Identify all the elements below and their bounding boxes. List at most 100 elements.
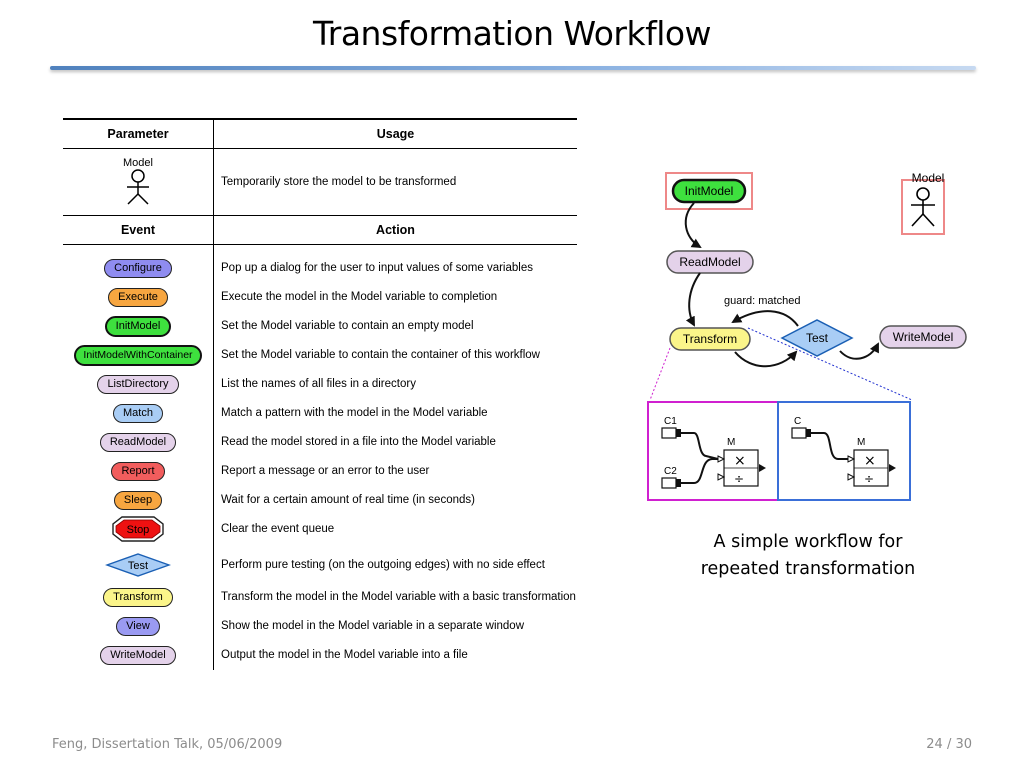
table-top-rule [63, 118, 577, 120]
event-action: Match a pattern with the model in the Mo… [221, 407, 488, 419]
table-rule [63, 215, 577, 216]
event-badge: Execute [108, 287, 168, 307]
page-number: 24 / 30 [926, 737, 972, 752]
event-badge: Test [105, 553, 171, 577]
zoom-guide-left [649, 347, 671, 401]
output-port-2 [889, 464, 896, 472]
event-row-writemodel: WriteModel Output the model in the Model … [63, 641, 577, 669]
c-port-box [791, 427, 807, 439]
readmodel-node [666, 250, 754, 274]
event-action: Report a message or an error to the user [221, 465, 430, 477]
event-cell: WriteModel [63, 641, 213, 669]
event-action: Pop up a dialog for the user to input va… [221, 262, 533, 274]
transform-node-label: Transform [683, 332, 737, 346]
multiply-divide-block [723, 449, 759, 487]
test-node [780, 319, 854, 357]
action-header: Action [376, 223, 415, 237]
model-usage: Temporarily store the model to be transf… [221, 176, 457, 188]
multiply-icon: × [734, 453, 746, 469]
table-column-divider [213, 120, 214, 670]
arrow-init-to-read [684, 202, 702, 249]
event-badge-label: Test [128, 560, 148, 572]
c2-port-box [661, 477, 677, 489]
initmodel-node [671, 178, 747, 204]
caption-line-2: repeated transformation [700, 559, 916, 579]
multiply-divide-block-2 [853, 449, 889, 487]
input-port-bottom [717, 473, 726, 481]
event-badge: Transform [103, 587, 173, 607]
event-row-report: Report Report a message or an error to th… [63, 457, 577, 485]
event-cell: Match [63, 399, 213, 427]
usage-header: Usage [376, 127, 415, 141]
divide-icon: ÷ [734, 472, 744, 486]
event-row-stop: Stop Clear the event queue [63, 515, 577, 543]
divide-icon-2: ÷ [864, 472, 874, 486]
writemodel-node-label: WriteModel [893, 330, 953, 344]
event-cell: Transform [63, 582, 213, 612]
input-port-bottom-2 [847, 473, 856, 481]
c-label: C [794, 416, 801, 427]
parameter-row: Model Temporarily store the model to be … [63, 149, 577, 215]
initmodel-node-label: InitModel [685, 184, 734, 198]
event-row-test: Test Perform pure testing (on the outgoin… [63, 550, 577, 580]
event-badge: View [116, 616, 160, 636]
model-label: Model [123, 157, 153, 169]
zoom-guide-right [747, 327, 913, 401]
wire-c-to-block [811, 432, 848, 460]
event-action: Clear the event queue [221, 523, 335, 535]
event-row-sleep: Sleep Wait for a certain amount of real t… [63, 486, 577, 514]
title-underline [50, 66, 976, 70]
readmodel-node-label: ReadModel [679, 255, 740, 269]
event-action: Output the model in the Model variable i… [221, 649, 468, 661]
event-row-match: Match Match a pattern with the model in t… [63, 399, 577, 427]
event-row-configure: Configure Pop up a dialog for the user to… [63, 254, 577, 282]
model-highlight [901, 179, 945, 235]
event-cell: Test [63, 550, 213, 580]
footer-citation: Feng, Dissertation Talk, 05/06/2009 [52, 737, 283, 752]
event-action: Set the Model variable to contain an emp… [221, 320, 474, 332]
input-port-top-2 [847, 455, 856, 463]
event-badge: Configure [104, 258, 172, 278]
event-badge: WriteModel [100, 645, 176, 665]
event-badge: Report [111, 461, 165, 481]
guard-label: guard: matched [724, 295, 800, 307]
arrow-test-to-transform [731, 310, 799, 327]
event-cell: ReadModel [63, 428, 213, 456]
diagram-caption: A simple workflow for repeated transform… [660, 529, 956, 583]
event-cell: View [63, 612, 213, 640]
m1-label: M [727, 437, 735, 448]
output-port [759, 464, 766, 472]
rule-box-right [777, 401, 911, 501]
event-cell: Configure [63, 254, 213, 282]
m2-label: M [857, 437, 865, 448]
multiply-icon-2: × [864, 453, 876, 469]
event-badge: Sleep [113, 490, 163, 510]
wire-c2-to-block [681, 458, 718, 484]
event-action: Wait for a certain amount of real time (… [221, 494, 475, 506]
arrow-read-to-transform [685, 272, 701, 327]
rule-box-left [647, 401, 779, 501]
arrow-transform-to-test [734, 350, 798, 368]
event-badge: Stop [112, 516, 164, 542]
event-badge: InitModel [104, 315, 172, 337]
event-cell: Execute [63, 283, 213, 311]
table-rule [63, 148, 577, 149]
slide-title: Transformation Workflow [312, 14, 712, 53]
event-badge: ListDirectory [97, 374, 179, 394]
event-header-row: Event Action [63, 216, 577, 244]
event-cell: Report [63, 457, 213, 485]
c1-label: C1 [664, 416, 677, 427]
table-rule [63, 244, 577, 245]
event-action: Perform pure testing (on the outgoing ed… [221, 559, 545, 571]
initmodel-highlight [665, 172, 753, 210]
c2-label: C2 [664, 466, 677, 477]
event-cell: InitModel [63, 312, 213, 340]
event-row-initmodel: InitModel Set the Model variable to conta… [63, 312, 577, 340]
event-badge: ReadModel [99, 432, 177, 452]
model-actor-diagram-icon [911, 187, 935, 227]
